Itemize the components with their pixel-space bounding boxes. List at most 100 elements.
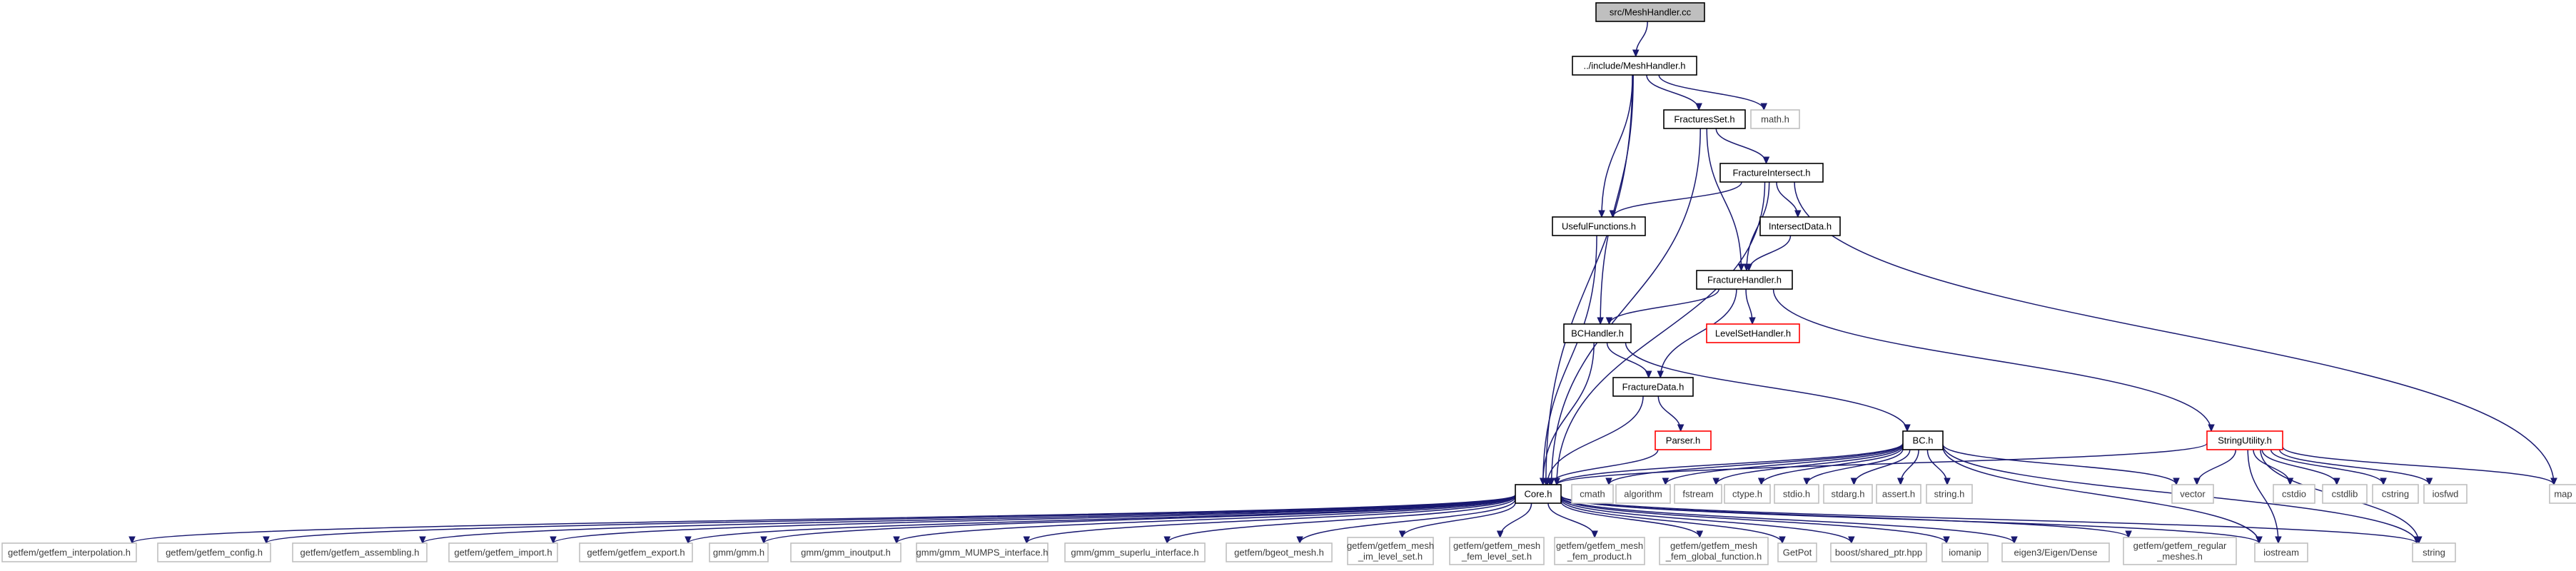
node-algorithm[interactable]: algorithm — [1615, 484, 1671, 504]
edge-core-h-to-getfem-getfem-mesh-fem-global-function-h — [1560, 501, 1701, 538]
arrowhead-core-h — [1546, 477, 1554, 486]
edge-stringutility-h-to-core-h — [1556, 443, 2208, 485]
edge-fracturehandler-h-to-fracturedata-h — [1660, 288, 1737, 378]
node-stdarg-h[interactable]: stdarg.h — [1823, 484, 1873, 504]
node-ctype-h[interactable]: ctype.h — [1724, 484, 1771, 504]
node-stringutility-h[interactable]: StringUtility.h — [2206, 430, 2283, 450]
node-usefulfunctions-h[interactable]: UsefulFunctions.h — [1552, 216, 1646, 236]
node-box — [916, 542, 1049, 562]
node-fractureintersect-h[interactable]: FractureIntersect.h — [1719, 163, 1824, 183]
arrowhead-vector — [2173, 477, 2180, 486]
node-cstdio[interactable]: cstdio — [2273, 484, 2315, 504]
node-vector[interactable]: vector — [2171, 484, 2214, 504]
arrowhead-cmath — [1605, 477, 1612, 486]
node-bchandler-h[interactable]: BCHandler.h — [1563, 323, 1632, 343]
node-gmm-gmm-mumps-interface-h[interactable]: gmm/gmm_MUMPS_interface.h — [916, 542, 1049, 562]
node-getfem-getfem-mesh-fem-level-set-h[interactable]: getfem/getfem_mesh_fem_level_set.h — [1449, 537, 1545, 565]
edge-bc-h-to-cmath — [1608, 443, 1904, 485]
arrowhead-getfem-getfem-mesh-im-level-set-h — [1398, 530, 1406, 539]
node-bc-h[interactable]: BC.h — [1902, 430, 1944, 450]
arrowhead-core-h — [1553, 477, 1560, 486]
node-iomanip[interactable]: iomanip — [1941, 542, 1989, 562]
node-label: getfem/getfem_interpolation.h — [8, 547, 131, 558]
node-label: getfem/getfem_export.h — [587, 547, 685, 558]
edge-fractureintersect-h-to-map — [1794, 181, 2555, 485]
node-src-meshhandler-cc[interactable]: src/MeshHandler.cc — [1595, 2, 1705, 22]
edge-fracturesset-h-to-fractureintersect-h — [1715, 128, 1767, 164]
node-getfem-getfem-config-h[interactable]: getfem/getfem_config.h — [157, 542, 271, 562]
node-box — [2549, 484, 2576, 504]
node-assert-h[interactable]: assert.h — [1876, 484, 1921, 504]
node-fracturesset-h[interactable]: FracturesSet.h — [1663, 109, 1746, 129]
node-box — [1563, 323, 1632, 343]
node-box — [1830, 542, 1927, 562]
node-levelsethandler-h[interactable]: LevelSetHandler.h — [1706, 323, 1800, 343]
node-label: iosfwd — [2433, 489, 2459, 500]
node-cstring[interactable]: cstring — [2372, 484, 2419, 504]
graph-edges — [128, 21, 2557, 545]
arrowhead-math-h — [1760, 103, 1768, 111]
node-label: vector — [2180, 489, 2206, 500]
arrowhead-stdio-h — [1803, 477, 1810, 486]
node-gmm-gmm-h[interactable]: gmm/gmm.h — [709, 542, 769, 562]
edge-include-meshhandler-h-to-math-h — [1658, 74, 1764, 111]
node-getpot[interactable]: GetPot — [1777, 542, 1817, 562]
node-label: _fem_level_set.h — [1461, 551, 1532, 562]
node-getfem-getfem-import-h[interactable]: getfem/getfem_import.h — [448, 542, 558, 562]
node-cmath[interactable]: cmath — [1571, 484, 1614, 504]
node-fracturedata-h[interactable]: FractureData.h — [1612, 377, 1694, 397]
node-box — [1674, 484, 1722, 504]
node-gmm-gmm-superlu-interface-h[interactable]: gmm/gmm_superlu_interface.h — [1064, 542, 1206, 562]
edge-core-h-to-getfem-bgeot-mesh-h — [1299, 498, 1516, 544]
node-cstdlib[interactable]: cstdlib — [2322, 484, 2368, 504]
node-box — [2123, 537, 2237, 565]
node-boost-shared-ptr-hpp[interactable]: boost/shared_ptr.hpp — [1830, 542, 1927, 562]
edge-fracturehandler-h-to-bchandler-h — [1608, 288, 1720, 325]
arrowhead-getfem-getfem-mesh-fem-global-function-h — [1696, 530, 1704, 539]
node-getfem-bgeot-mesh-h[interactable]: getfem/bgeot_mesh.h — [1226, 542, 1333, 562]
node-stdio-h[interactable]: stdio.h — [1774, 484, 1819, 504]
node-getfem-getfem-mesh-fem-global-function-h[interactable]: getfem/getfem_mesh_fem_global_function.h — [1659, 537, 1769, 565]
node-box — [1, 542, 137, 562]
arrowhead-iomanip — [1943, 536, 1950, 545]
node-eigen3-eigen-dense[interactable]: eigen3/Eigen/Dense — [2001, 542, 2110, 562]
edge-core-h-to-eigen3-eigen-dense — [1560, 496, 2015, 544]
node-label: getfem/getfem_import.h — [454, 547, 552, 558]
node-getfem-getfem-interpolation-h[interactable]: getfem/getfem_interpolation.h — [1, 542, 137, 562]
node-gmm-gmm-inoutput-h[interactable]: gmm/gmm_inoutput.h — [790, 542, 901, 562]
node-label: cstring — [2382, 489, 2409, 500]
node-label: getfem/getfem_config.h — [166, 547, 263, 558]
node-label: BCHandler.h — [1571, 328, 1624, 339]
node-core-h[interactable]: Core.h — [1515, 484, 1562, 504]
node-getfem-getfem-mesh-im-level-set-h[interactable]: getfem/getfem_mesh_im_level_set.h — [1347, 537, 1434, 565]
node-fstream[interactable]: fstream — [1674, 484, 1722, 504]
node-box — [1724, 484, 1771, 504]
edge-bc-h-to-fstream — [1715, 445, 1904, 485]
node-parser-h[interactable]: Parser.h — [1655, 430, 1712, 450]
node-intersectdata-h[interactable]: IntersectData.h — [1759, 216, 1841, 236]
node-getfem-getfem-assembling-h[interactable]: getfem/getfem_assembling.h — [292, 542, 428, 562]
node-getfem-getfem-regular-meshes-h[interactable]: getfem/getfem_regular_meshes.h — [2123, 537, 2237, 565]
node-string[interactable]: string — [2412, 542, 2456, 562]
node-math-h[interactable]: math.h — [1750, 109, 1800, 129]
node-fracturehandler-h[interactable]: FractureHandler.h — [1696, 270, 1793, 290]
arrowhead-getfem-getfem-interpolation-h — [128, 536, 136, 545]
node-getfem-getfem-export-h[interactable]: getfem/getfem_export.h — [579, 542, 693, 562]
edge-core-h-to-boost-shared-ptr-hpp — [1560, 497, 1852, 544]
node-box — [1515, 484, 1562, 504]
node-include-meshhandler-h[interactable]: ../include/MeshHandler.h — [1572, 56, 1697, 76]
node-label: UsefulFunctions.h — [1562, 221, 1636, 232]
node-map[interactable]: map — [2549, 484, 2576, 504]
node-iosfwd[interactable]: iosfwd — [2423, 484, 2468, 504]
node-label: getfem/getfem_assembling.h — [300, 547, 420, 558]
node-box — [1595, 2, 1705, 22]
arrowhead-getfem-getfem-config-h — [263, 536, 270, 545]
node-getfem-getfem-mesh-fem-product-h[interactable]: getfem/getfem_mesh_fem_product.h — [1554, 537, 1645, 565]
arrowhead-ctype-h — [1757, 477, 1765, 486]
edge-core-h-to-getfem-getfem-mesh-im-level-set-h — [1401, 502, 1516, 538]
node-string-h[interactable]: string.h — [1926, 484, 1973, 504]
node-box — [1777, 542, 1817, 562]
node-iostream[interactable]: iostream — [2254, 542, 2308, 562]
edge-stringutility-h-to-map — [2282, 446, 2555, 485]
